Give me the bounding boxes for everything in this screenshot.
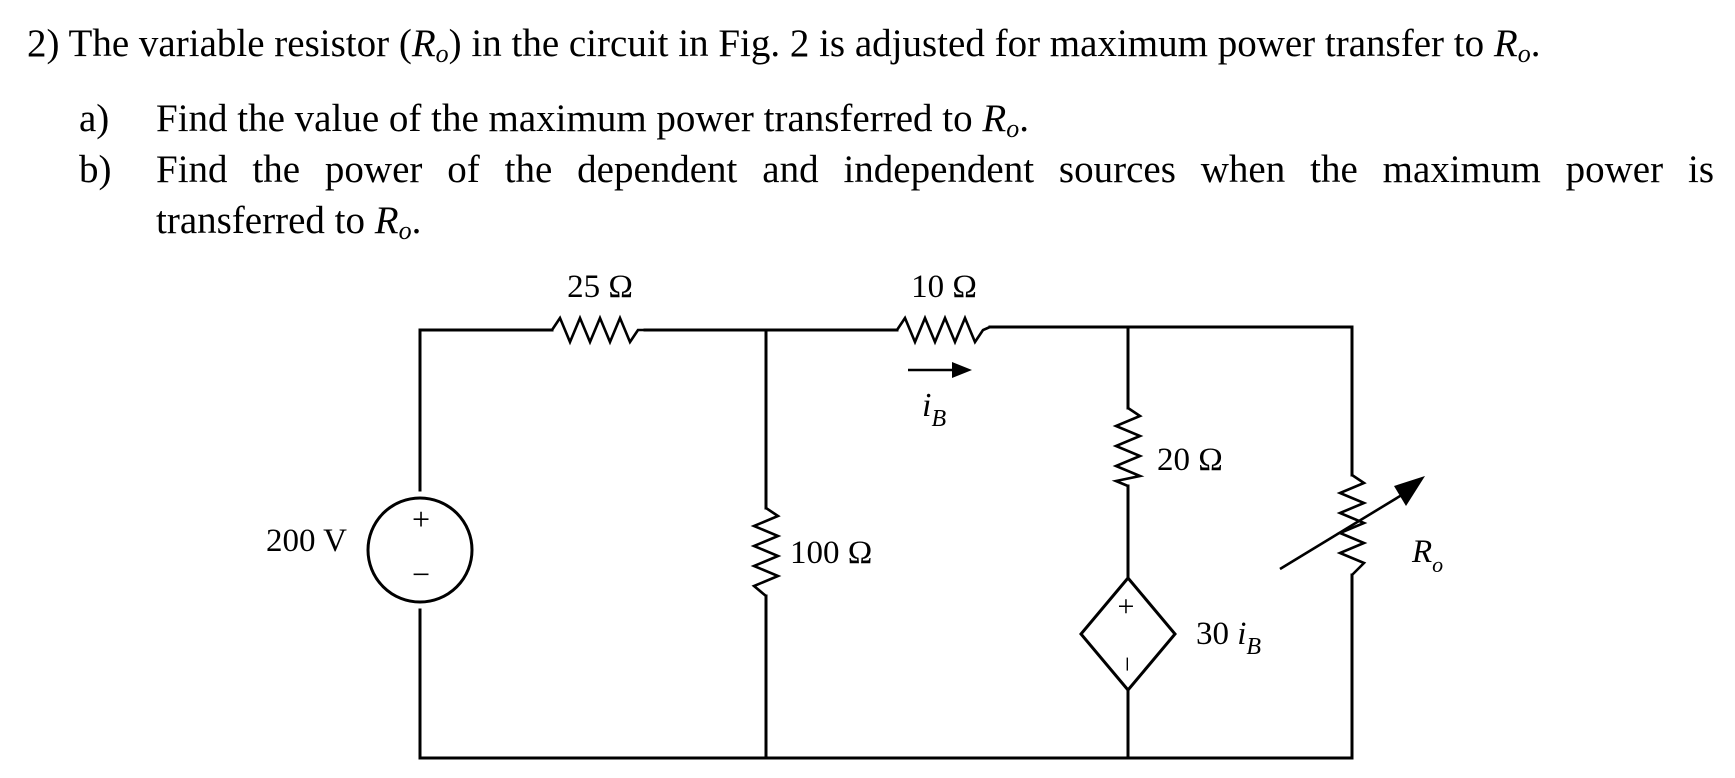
label-25-ohm: 25 Ω: [567, 269, 633, 305]
ro-subscript: o: [1006, 114, 1020, 143]
part-a-body: Find the value of the maximum power tran…: [156, 97, 983, 140]
source-plus-sign: +: [412, 501, 430, 537]
label-source-voltage: 200 V: [266, 523, 347, 559]
label-10-ohm: 10 Ω: [911, 269, 977, 305]
part-b-end: .: [411, 199, 422, 242]
ib-subscript: B: [931, 406, 946, 432]
resistor-25-ohm: [550, 314, 645, 346]
voltage-source-200v: [366, 496, 474, 604]
wire-top-right: [988, 325, 1354, 477]
dep-ib-subscript: B: [1246, 634, 1261, 660]
ro-symbol: R: [1493, 22, 1518, 65]
question-number: 2): [27, 22, 60, 65]
ro-symbol: R: [1411, 534, 1432, 570]
part-b-text-line2: transferred to Ro.: [156, 199, 422, 244]
resistor-20-ohm: [1111, 406, 1145, 488]
ib-symbol: i: [922, 387, 931, 424]
label-dependent-source: 30 iB: [1196, 616, 1261, 660]
dep-ib-symbol: i: [1237, 616, 1246, 652]
dependent-minus-sign: −: [1111, 656, 1142, 672]
label-20-ohm: 20 Ω: [1157, 442, 1223, 478]
current-arrow-ib: [908, 362, 972, 378]
question-statement: 2) The variable resistor (Ro) in the cir…: [27, 22, 1541, 67]
question-intro-end: .: [1530, 22, 1541, 65]
dep-coefficient: 30: [1196, 616, 1237, 652]
ro-subscript: o: [398, 216, 412, 245]
ro-subscript: o: [435, 39, 449, 68]
wires: [418, 325, 1354, 760]
variable-arrow-head: [1394, 476, 1425, 506]
label-ro: Ro: [1411, 534, 1443, 577]
source-minus-sign: −: [412, 556, 430, 592]
wire-left-top: [418, 328, 554, 492]
ro-subscript: o: [1432, 552, 1443, 577]
dependent-source-diamond: [1079, 575, 1177, 693]
part-a-letter: a): [79, 97, 110, 140]
ro-symbol: R: [374, 199, 399, 242]
part-a-text: Find the value of the maximum power tran…: [156, 97, 1029, 142]
question-intro-before: The variable resistor (: [68, 22, 412, 65]
part-b-body2: transferred to: [156, 199, 375, 242]
ro-subscript: o: [1517, 39, 1531, 68]
label-100-ohm: 100 Ω: [790, 535, 872, 571]
variable-resistor-ro: [1336, 473, 1368, 576]
ro-symbol: R: [411, 22, 436, 65]
resistor-100-ohm: [750, 506, 782, 597]
question-intro-middle: ) in the circuit in Fig. 2 is adjusted f…: [448, 22, 1494, 65]
part-a-end: .: [1019, 97, 1029, 140]
dependent-plus-sign: +: [1118, 590, 1135, 623]
part-b-text: Find the power of the dependent and inde…: [156, 148, 1714, 191]
label-current-ib: iB: [922, 387, 946, 432]
ro-symbol: R: [982, 97, 1007, 140]
variable-arrow-shaft: [1279, 488, 1411, 571]
resistor-10-ohm: [895, 314, 991, 346]
part-b-letter: b): [79, 148, 112, 191]
